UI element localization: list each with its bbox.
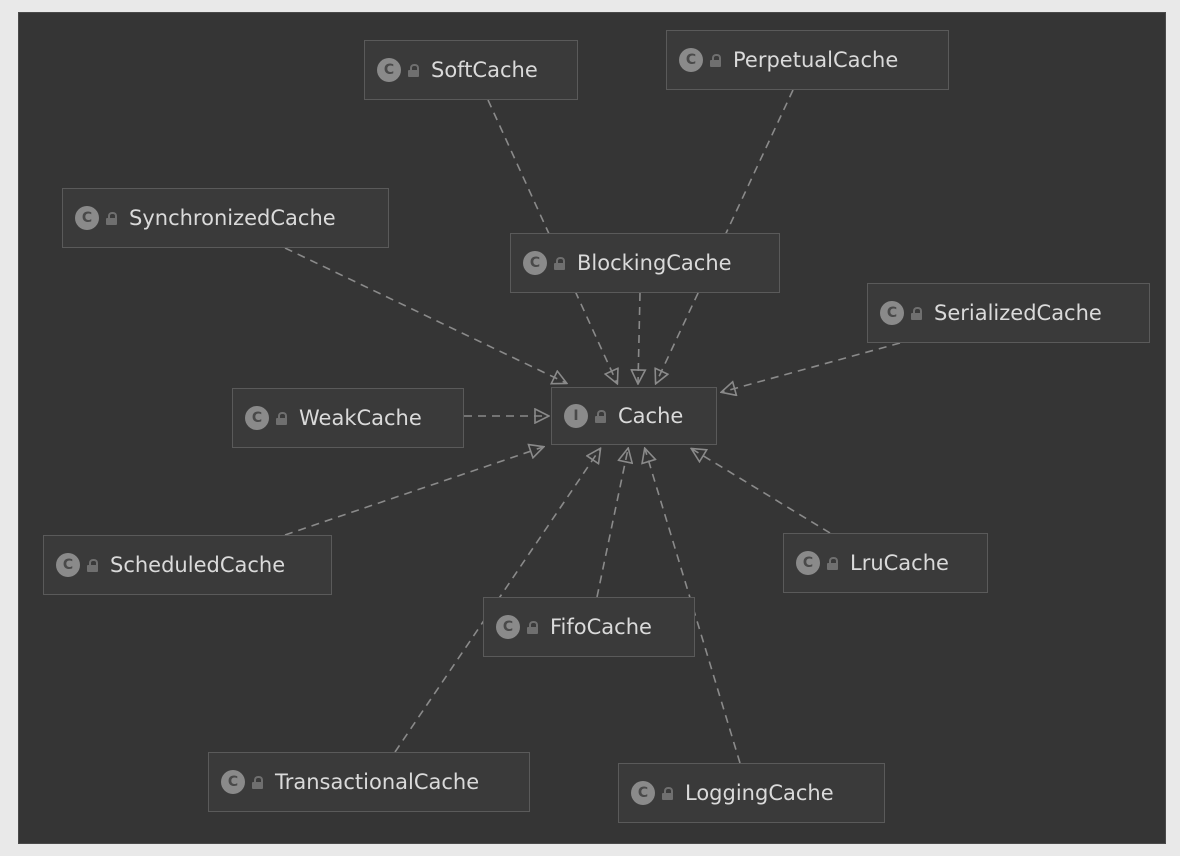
- lock-icon: [87, 558, 98, 572]
- lock-icon: [106, 211, 117, 225]
- class-icon: C: [377, 58, 401, 82]
- node-blockingcache[interactable]: C BlockingCache: [510, 233, 780, 293]
- lock-icon: [595, 409, 606, 423]
- node-cache[interactable]: I Cache: [551, 387, 717, 445]
- node-transactionalcache[interactable]: C TransactionalCache: [208, 752, 530, 812]
- lock-icon: [527, 620, 538, 634]
- class-icon: C: [796, 551, 820, 575]
- node-label: FifoCache: [550, 615, 652, 639]
- node-weakcache[interactable]: C WeakCache: [232, 388, 464, 448]
- class-icon: C: [679, 48, 703, 72]
- node-perpetualcache[interactable]: C PerpetualCache: [666, 30, 949, 90]
- node-lrucache[interactable]: C LruCache: [783, 533, 988, 593]
- lock-icon: [252, 775, 263, 789]
- node-label: TransactionalCache: [275, 770, 480, 794]
- lock-icon: [911, 306, 922, 320]
- lock-icon: [827, 556, 838, 570]
- lock-icon: [276, 411, 287, 425]
- node-softcache[interactable]: C SoftCache: [364, 40, 578, 100]
- node-scheduledcache[interactable]: C ScheduledCache: [43, 535, 332, 595]
- node-fifocache[interactable]: C FifoCache: [483, 597, 695, 657]
- node-label: SerializedCache: [934, 301, 1102, 325]
- node-label: SynchronizedCache: [129, 206, 336, 230]
- node-label: Cache: [618, 404, 684, 428]
- class-icon: C: [880, 301, 904, 325]
- lock-icon: [408, 63, 419, 77]
- node-label: WeakCache: [299, 406, 422, 430]
- class-icon: C: [221, 770, 245, 794]
- node-synchronizedcache[interactable]: C SynchronizedCache: [62, 188, 389, 248]
- node-label: LoggingCache: [685, 781, 834, 805]
- node-label: SoftCache: [431, 58, 538, 82]
- class-icon: C: [56, 553, 80, 577]
- node-label: BlockingCache: [577, 251, 732, 275]
- interface-icon: I: [564, 404, 588, 428]
- class-icon: C: [631, 781, 655, 805]
- lock-icon: [662, 786, 673, 800]
- class-icon: C: [245, 406, 269, 430]
- class-icon: C: [523, 251, 547, 275]
- node-label: PerpetualCache: [733, 48, 899, 72]
- lock-icon: [554, 256, 565, 270]
- node-loggingcache[interactable]: C LoggingCache: [618, 763, 885, 823]
- node-label: LruCache: [850, 551, 949, 575]
- node-label: ScheduledCache: [110, 553, 286, 577]
- class-icon: C: [75, 206, 99, 230]
- class-icon: C: [496, 615, 520, 639]
- node-serializedcache[interactable]: C SerializedCache: [867, 283, 1150, 343]
- lock-icon: [710, 53, 721, 67]
